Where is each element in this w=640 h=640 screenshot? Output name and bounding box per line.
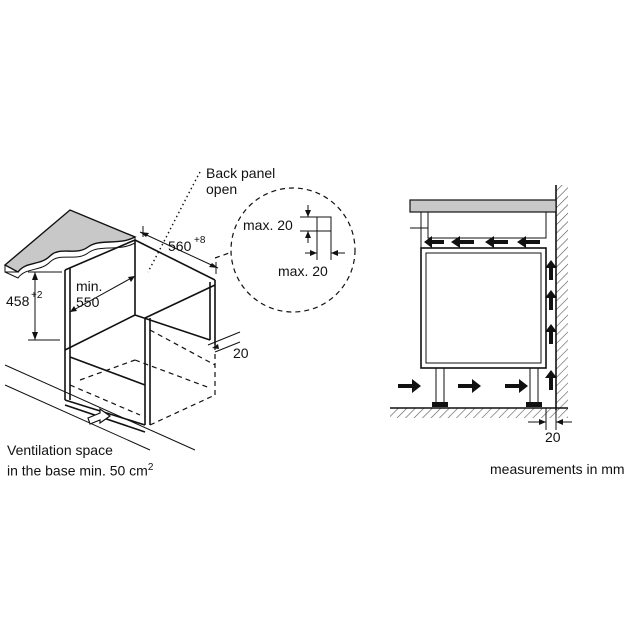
depth-label-line1: min. xyxy=(76,278,102,294)
back-panel-leader xyxy=(147,171,201,273)
back-panel-label-line1: Back panel xyxy=(206,165,275,181)
back-panel-label-line2: open xyxy=(206,181,237,197)
cabinet-frame xyxy=(64,239,216,433)
ventilation-caption: Ventilation space in the base min. 50 cm… xyxy=(7,441,153,480)
cabinet-section xyxy=(390,185,572,430)
wall-hatch xyxy=(556,185,568,410)
width-dimension xyxy=(139,226,219,274)
width-value-label: 560 xyxy=(168,238,192,254)
depth-label-line2: 550 xyxy=(76,294,100,310)
units-note: measurements in mm xyxy=(490,461,625,477)
wall-gap-label: 20 xyxy=(545,429,561,445)
ventilation-caption-line2: in the base min. 50 cm2 xyxy=(7,462,154,479)
wall-gap-dimension xyxy=(528,408,572,430)
side-gap-label: 20 xyxy=(233,345,249,361)
worktop xyxy=(3,209,137,279)
airflow-arrows-icon xyxy=(398,236,557,393)
height-dimension xyxy=(28,271,62,341)
width-tolerance-label: +8 xyxy=(194,235,206,246)
ventilation-arrow-icon xyxy=(87,407,112,425)
floor-hatch xyxy=(390,408,568,418)
section-worktop xyxy=(409,199,557,213)
detail-circle xyxy=(214,187,356,313)
detail-top-label: max. 20 xyxy=(243,217,293,233)
detail-bottom-label: max. 20 xyxy=(278,263,328,279)
height-value-label: 458 xyxy=(6,293,30,309)
ventilation-caption-line1: Ventilation space xyxy=(7,442,113,458)
depth-dimension xyxy=(69,275,136,313)
height-tolerance-label: +2 xyxy=(31,290,43,301)
ventilation-unit-superscript: 2 xyxy=(147,462,154,473)
side-gap-dimension xyxy=(207,331,241,353)
cabinet-isometric xyxy=(3,171,241,451)
